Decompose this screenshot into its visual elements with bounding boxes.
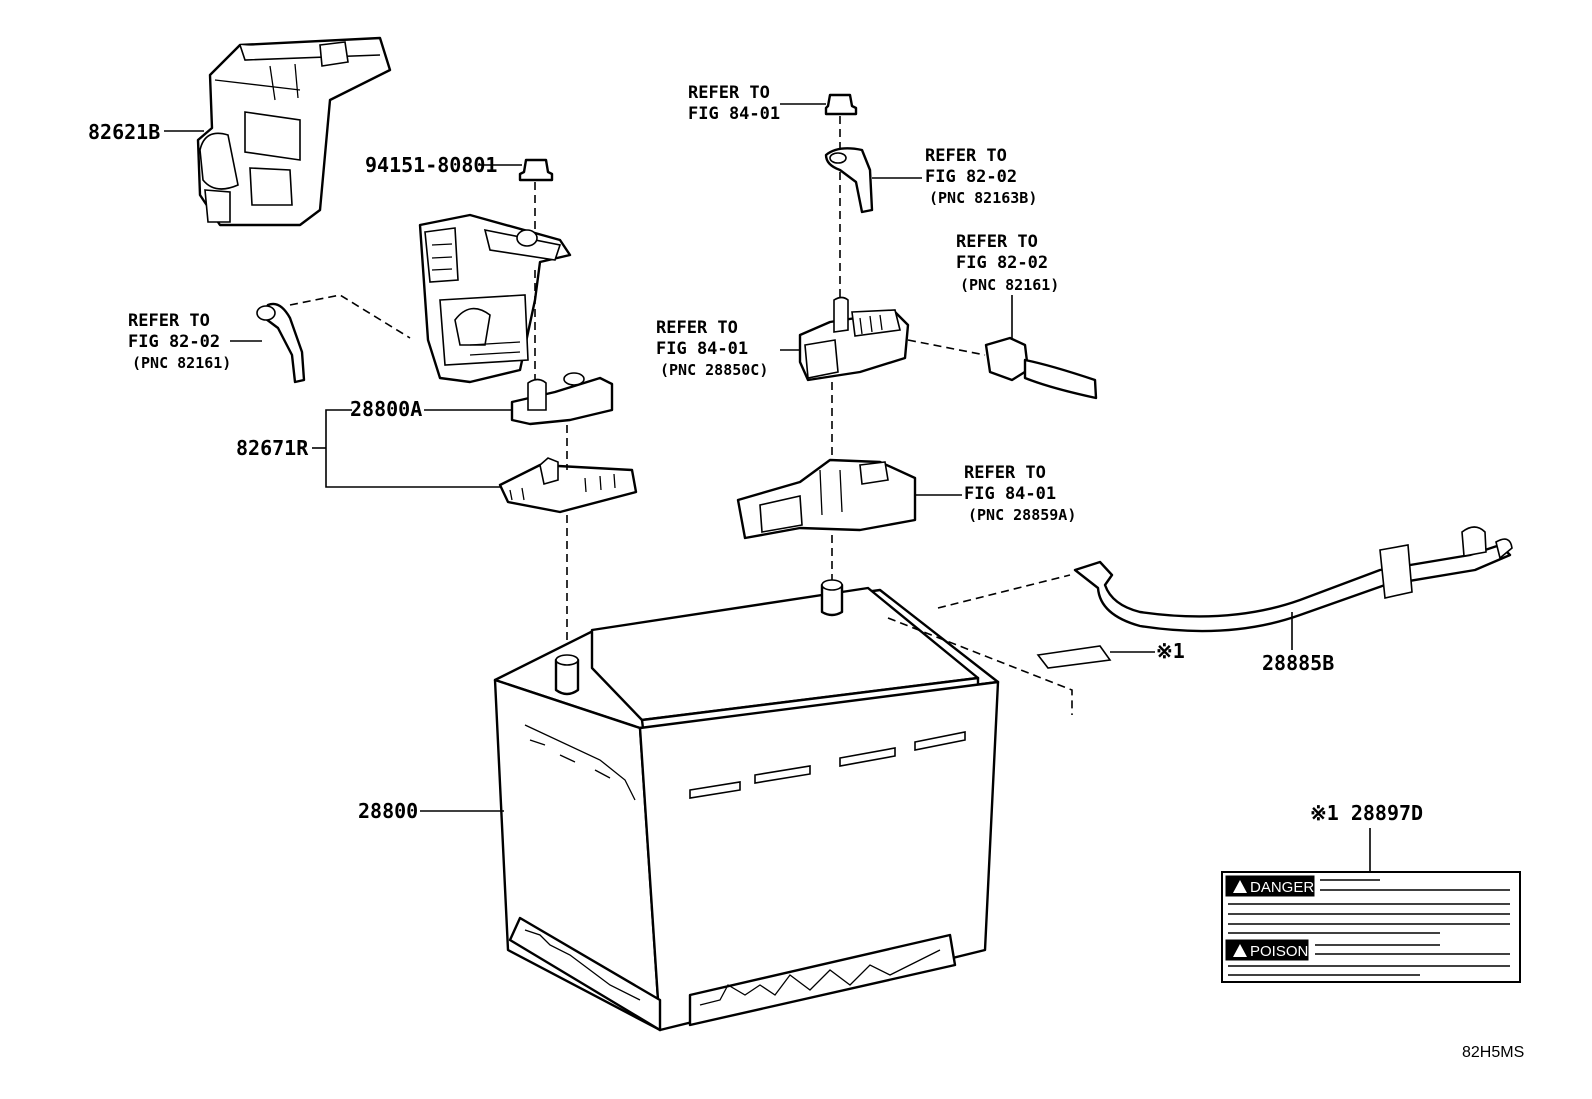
nut-94151-80801[interactable] — [518, 158, 554, 182]
refer-to-label-r3-pnc: (PNC 82161) — [960, 276, 1059, 294]
refer-to-label-r3-line2: FIG 82-02 — [956, 253, 1048, 273]
reference-mark-1: ※1 — [1156, 639, 1185, 663]
fuse-block-cover-82621B[interactable] — [196, 36, 392, 227]
refer-to-label-r5-line2: FIG 84-01 — [656, 339, 748, 359]
part-number-82621B: 82621B — [88, 120, 160, 144]
refer-to-label-r4-line1: REFER TO — [128, 311, 210, 331]
refer-to-label-r5-line1: REFER TO — [656, 318, 738, 338]
positive-cable-ref-82163B[interactable] — [824, 147, 874, 214]
refer-to-label-r6-line1: REFER TO — [964, 463, 1046, 483]
warning-triangle-icon — [1233, 944, 1247, 957]
refer-to-label-r1-line1: REFER TO — [688, 83, 770, 103]
refer-to-label-r4-pnc: (PNC 82161) — [132, 354, 231, 372]
refer-to-label-r6-line2: FIG 84-01 — [964, 484, 1056, 504]
diagram-code: 82H5MS — [1462, 1044, 1524, 1061]
part-number-28800: 28800 — [358, 799, 418, 823]
warning-label-placement — [1036, 645, 1112, 669]
warning-label-card: DANGER POISON — [1221, 871, 1521, 983]
part-number-28897D: ※1 28897D — [1310, 801, 1423, 825]
refer-to-label-r2-line2: FIG 82-02 — [925, 167, 1017, 187]
battery-cable-ref-82161-right[interactable] — [984, 336, 1098, 400]
battery-cable-ref-82161-left[interactable] — [256, 302, 306, 384]
part-number-94151-80801: 94151-80801 — [365, 153, 497, 177]
poison-text: POISON — [1250, 943, 1308, 960]
terminal-cover-ref-28859A[interactable] — [736, 458, 917, 540]
vent-hose-28885B[interactable] — [1073, 526, 1513, 633]
part-number-28885B: 28885B — [1262, 651, 1334, 675]
refer-to-label-r4-line2: FIG 82-02 — [128, 332, 220, 352]
refer-to-label-r1-line2: FIG 84-01 — [688, 104, 780, 124]
danger-badge — [1225, 875, 1315, 897]
refer-to-label-r3-line1: REFER TO — [956, 232, 1038, 252]
warning-triangle-icon — [1233, 880, 1247, 893]
positive-terminal-ref-28850C[interactable] — [798, 296, 910, 382]
battery-28800[interactable] — [493, 579, 1000, 1032]
part-number-28800A: 28800A — [350, 397, 422, 421]
part-number-82671R: 82671R — [236, 436, 309, 460]
nut-ref-84-01[interactable] — [824, 93, 858, 116]
terminal-cover-82671R[interactable] — [498, 457, 638, 514]
refer-to-label-r6-pnc: (PNC 28859A) — [968, 506, 1076, 524]
danger-text: DANGER — [1250, 879, 1314, 896]
refer-to-label-r2-line1: REFER TO — [925, 146, 1007, 166]
refer-to-label-r2-pnc: (PNC 82163B) — [929, 189, 1037, 207]
fuse-block-assembly[interactable] — [418, 213, 572, 384]
poison-badge — [1225, 939, 1309, 961]
terminal-28800A[interactable] — [510, 372, 614, 426]
refer-to-label-r5-pnc: (PNC 28850C) — [660, 361, 768, 379]
